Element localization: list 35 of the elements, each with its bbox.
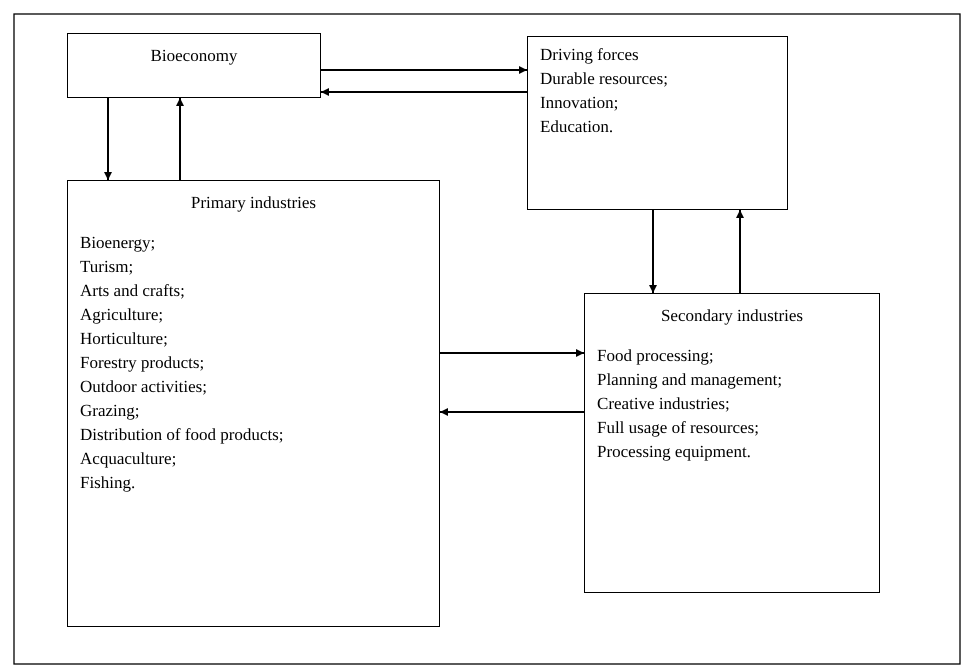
primary-industries-box <box>67 180 440 627</box>
box-heading: Primary industries <box>190 192 318 214</box>
list-item: Distribution of food products; <box>80 424 285 446</box>
bioeconomy-box <box>67 33 321 98</box>
arrow <box>649 210 657 293</box>
list-item: Grazing; <box>80 400 140 422</box>
box-label: Bioeconomy <box>150 45 238 67</box>
list-item: Turism; <box>80 256 134 278</box>
list-item: Acquaculture; <box>80 448 178 470</box>
list-item: Processing equipment. <box>597 441 752 463</box>
secondary-industries-box <box>584 293 880 593</box>
arrow <box>736 210 744 293</box>
list-item: Planning and management; <box>597 369 784 391</box>
arrow <box>440 349 584 357</box>
list-item: Innovation; <box>540 92 620 114</box>
box-heading: Secondary industries <box>660 305 804 327</box>
list-item: Agriculture; <box>80 304 164 326</box>
arrow <box>176 98 184 180</box>
box-heading: Driving forces <box>540 44 640 66</box>
list-item: Bioenergy; <box>80 232 156 254</box>
arrow <box>104 98 112 180</box>
list-item: Food processing; <box>597 345 715 367</box>
arrow <box>321 88 527 96</box>
list-item: Fishing. <box>80 472 136 494</box>
list-item: Education. <box>540 116 614 138</box>
driving-forces-box <box>527 36 788 210</box>
list-item: Full usage of resources; <box>597 417 760 439</box>
list-item: Outdoor activities; <box>80 376 208 398</box>
list-item: Creative industries; <box>597 393 731 415</box>
arrow <box>321 66 527 74</box>
list-item: Durable resources; <box>540 68 669 90</box>
list-item: Horticulture; <box>80 328 169 350</box>
list-item: Arts and crafts; <box>80 280 186 302</box>
list-item: Forestry products; <box>80 352 206 374</box>
arrow <box>440 408 584 416</box>
